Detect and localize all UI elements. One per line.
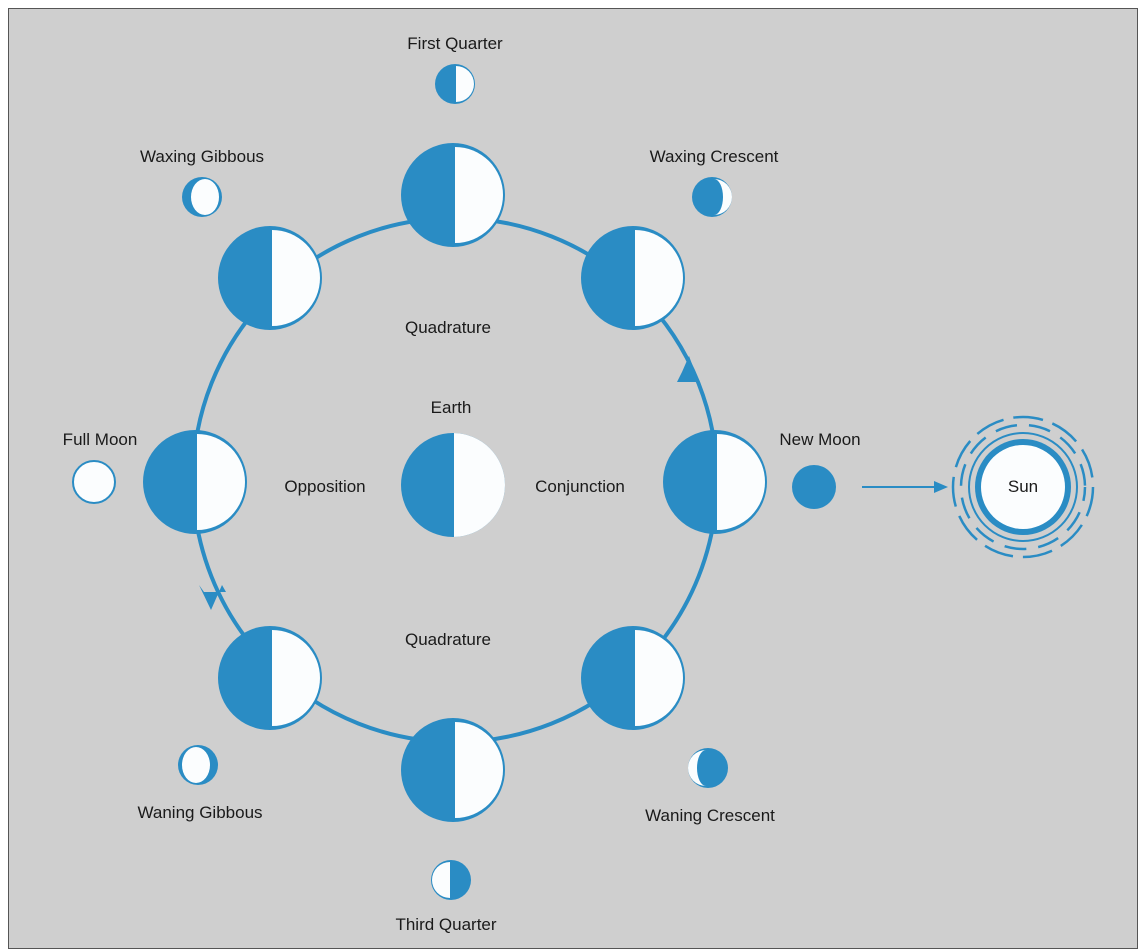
label-earth: Earth (430, 398, 472, 417)
label-first-quarter: First Quarter (407, 34, 503, 53)
label-new-moon: New Moon (779, 430, 861, 449)
orbit-moon-right (663, 430, 767, 534)
label-opposition: Opposition (284, 477, 366, 496)
phase-icon-third-quarter (431, 860, 471, 900)
label-third-quarter: Third Quarter (395, 915, 497, 934)
label-quadrature-bottom: Quadrature (405, 630, 491, 649)
label-waning-crescent: Waning Crescent (645, 806, 775, 825)
label-waning-gibbous: Waning Gibbous (137, 803, 263, 822)
orbit-moon-upper-left (218, 226, 322, 330)
phase-icon-new-moon (792, 465, 836, 509)
orbit-moon-lower-left (218, 626, 322, 730)
earth-globe (401, 433, 505, 537)
phase-icon-waning-crescent (688, 748, 728, 788)
phase-icon-waxing-crescent (692, 177, 732, 217)
sun-icon (951, 415, 1095, 559)
label-waxing-crescent: Waxing Crescent (649, 147, 779, 166)
label-full-moon: Full Moon (62, 430, 138, 449)
phase-icon-waxing-gibbous (182, 177, 222, 217)
orbit-moon-upper-right (581, 226, 685, 330)
orbit-moon-bottom (401, 718, 505, 822)
orbit-arrow-lower-left (199, 585, 226, 610)
orbit-moon-lower-right (581, 626, 685, 730)
label-waxing-gibbous: Waxing Gibbous (139, 147, 265, 166)
orbit-arrow-upper-right (677, 356, 700, 382)
phase-icon-waning-gibbous (178, 745, 218, 785)
label-sun: Sun (1007, 477, 1039, 496)
orbit-moon-top (401, 143, 505, 247)
phase-icon-first-quarter (435, 64, 475, 104)
label-conjunction: Conjunction (535, 477, 625, 496)
label-quadrature-top: Quadrature (405, 318, 491, 337)
sunlight-arrow (862, 481, 948, 493)
phase-icon-full-moon (72, 460, 116, 504)
orbit-moon-left (143, 430, 247, 534)
